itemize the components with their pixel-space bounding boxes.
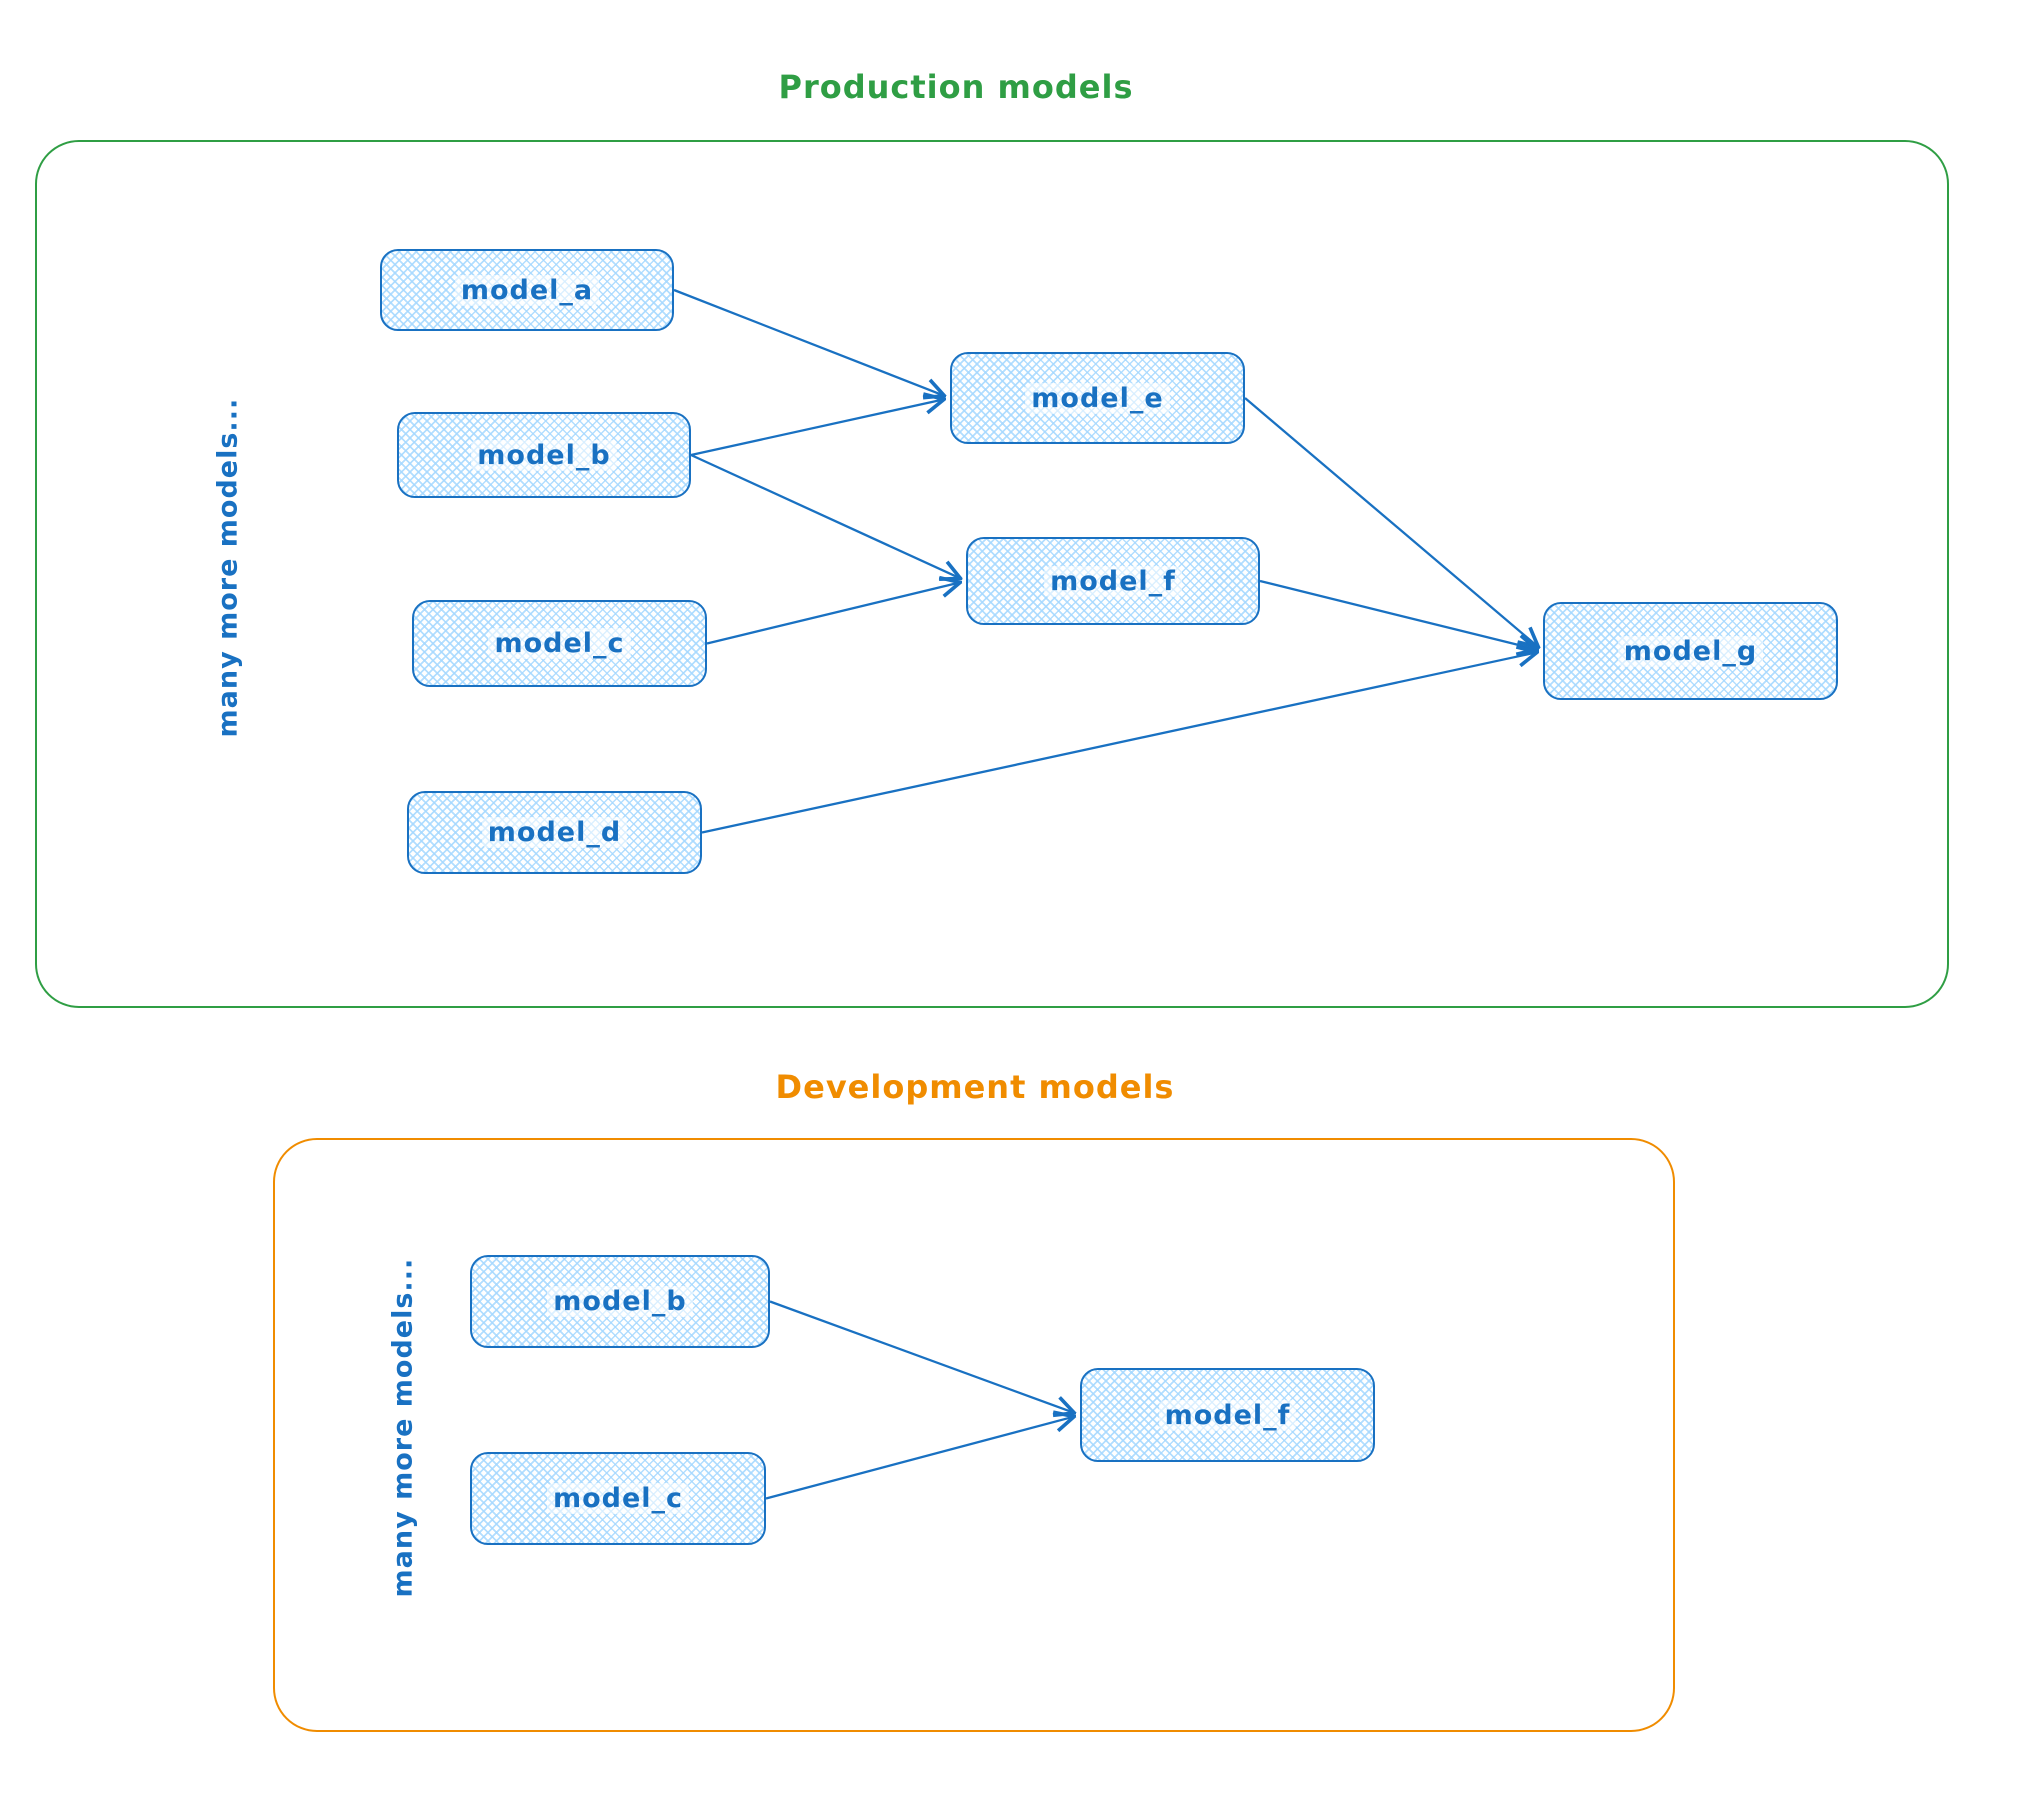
- node-label: model_b: [547, 1286, 693, 1317]
- node-development-model_c[interactable]: model_c: [470, 1452, 766, 1545]
- development-section-title: Development models: [775, 1068, 1175, 1106]
- node-label: model_f: [1158, 1399, 1297, 1431]
- node-label: model_g: [1617, 635, 1764, 667]
- node-development-model_f[interactable]: model_f: [1080, 1368, 1375, 1462]
- node-production-model_b[interactable]: model_b: [397, 412, 691, 498]
- node-label: model_c: [546, 1483, 690, 1514]
- development-section-frame: [273, 1138, 1675, 1732]
- node-production-model_d[interactable]: model_d: [407, 791, 702, 874]
- production-side-label: many more models...: [212, 397, 244, 738]
- node-label: model_a: [454, 274, 600, 306]
- production-section-title: Production models: [778, 68, 1134, 106]
- node-label: model_e: [1025, 382, 1170, 414]
- node-development-model_b[interactable]: model_b: [470, 1255, 770, 1348]
- node-label: model_f: [1044, 565, 1182, 597]
- production-section-frame: [35, 140, 1949, 1008]
- development-side-label: many more models...: [387, 1257, 419, 1598]
- node-production-model_g[interactable]: model_g: [1543, 602, 1838, 700]
- node-label: model_d: [481, 817, 628, 848]
- node-production-model_c[interactable]: model_c: [412, 600, 707, 687]
- node-label: model_c: [488, 628, 631, 659]
- node-production-model_a[interactable]: model_a: [380, 249, 674, 331]
- node-production-model_f[interactable]: model_f: [966, 537, 1260, 625]
- node-label: model_b: [471, 439, 617, 471]
- node-production-model_e[interactable]: model_e: [950, 352, 1245, 444]
